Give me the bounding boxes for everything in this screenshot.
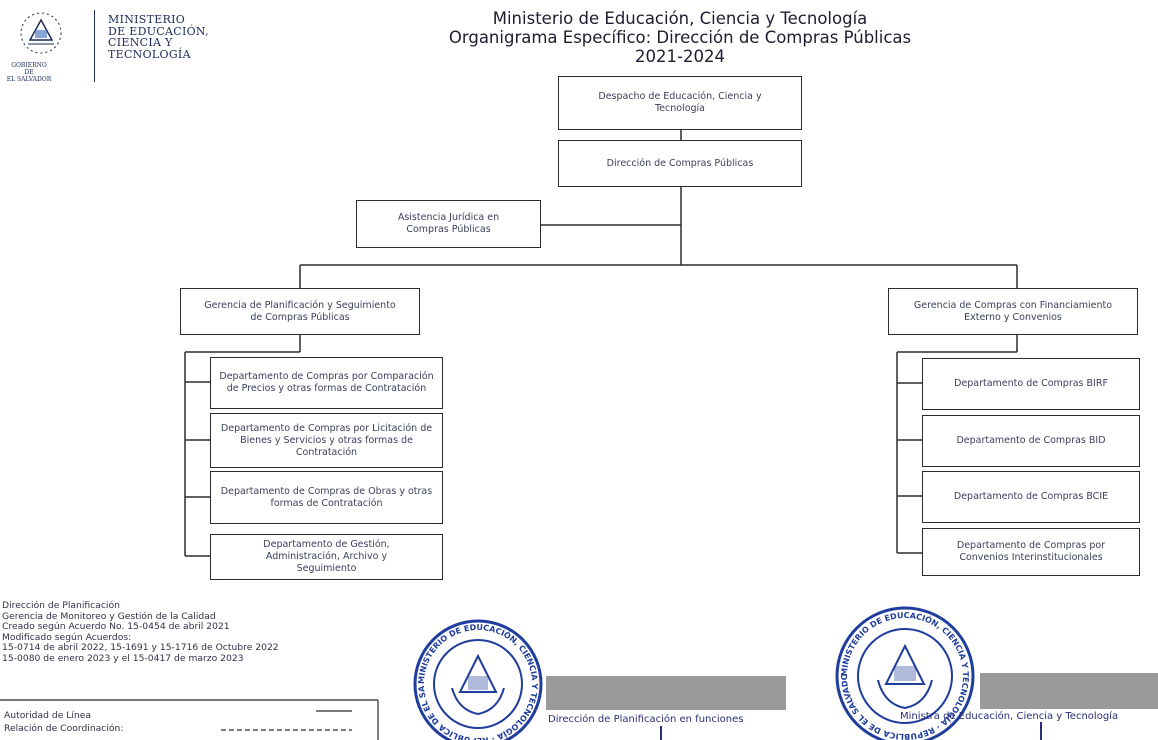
logo-gov-line-1: GOBIERNO DE (11, 62, 47, 76)
right-signature-line (1040, 722, 1042, 740)
footer-line-6: 15-0080 de enero 2023 y el 15-0417 de ma… (2, 652, 244, 664)
right-signature-redaction (980, 673, 1158, 709)
logo-divider (94, 10, 95, 82)
box-direccion: Dirección de Compras Públicas (558, 140, 802, 187)
footer-line-3: Creado según Acuerdo No. 15-0454 de abri… (2, 621, 230, 633)
title-line-3: 2021-2024 (635, 47, 725, 66)
box-left-department-3: Departamento de Compras de Obras y otras… (210, 471, 443, 524)
title-line-1: Ministerio de Educación, Ciencia y Tecno… (492, 9, 868, 28)
left-signature-caption: Dirección de Planificación en funciones (548, 714, 744, 725)
box-gerencia-planificacion: Gerencia de Planificación y Seguimiento … (180, 288, 420, 335)
coat-of-arms-icon (20, 12, 62, 54)
left-signature-redaction (546, 676, 786, 710)
left-signature-line (660, 726, 662, 740)
box-despacho: Despacho de Educación, Ciencia y Tecnolo… (558, 76, 802, 130)
logo-line-1: MINISTERIO (108, 13, 186, 26)
legend-coordination-label: Relación de Coordinación: (4, 723, 124, 734)
logo-line-3: CIENCIA Y (108, 36, 173, 49)
box-right-department-3: Departamento de Compras BCIE (922, 471, 1140, 523)
footer-line-4: Modificado según Acuerdos: (2, 631, 132, 643)
right-signature-caption: Ministra de Educación, Ciencia y Tecnolo… (900, 711, 1119, 722)
box-asistencia: Asistencia Jurídica en Compras Públicas (356, 200, 541, 248)
box-right-department-4: Departamento de Compras por Convenios In… (922, 528, 1140, 576)
box-gerencia-externo: Gerencia de Compras con Financiamiento E… (888, 288, 1138, 335)
box-right-department-1: Departamento de Compras BIRF (922, 358, 1140, 410)
box-left-department-1: Departamento de Compras por Comparación … (210, 357, 443, 409)
box-left-department-2: Departamento de Compras por Licitación d… (210, 413, 443, 468)
logo-ministry-name: MINISTERIO DE EDUCACIÓN, CIENCIA Y TECNO… (108, 14, 209, 60)
box-right-department-2: Departamento de Compras BID (922, 415, 1140, 467)
left-official-seal: MINISTERIO DE EDUCACIÓN, CIENCIA Y TECNO… (408, 618, 543, 740)
footer-notes: Dirección de Planificación Gerencia de M… (2, 600, 279, 665)
box-left-department-4: Departamento de Gestión, Administración,… (210, 534, 443, 580)
footer-line-2: Gerencia de Monitoreo y Gestión de la Ca… (2, 610, 216, 622)
footer-line-5: 15-0714 de abril 2022, 15-1691 y 15-1716… (2, 642, 279, 654)
right-official-seal: MINISTERIO DE EDUCACIÓN, CIENCIA Y TECNO… (830, 602, 975, 740)
logo-line-2: DE EDUCACIÓN, (108, 24, 209, 38)
logo-gov-line-2: EL SALVADOR (6, 76, 52, 83)
government-logo: GOBIERNO DE EL SALVADOR (6, 10, 96, 90)
footer-line-1: Dirección de Planificación (2, 600, 120, 611)
page-title: Ministerio de Educación, Ciencia y Tecno… (330, 9, 1030, 66)
title-line-2: Organigrama Específico: Dirección de Com… (448, 28, 912, 47)
legend-authority-label: Autoridad de Línea (4, 710, 92, 721)
logo-line-4: TECNOLOGÍA (108, 47, 191, 61)
